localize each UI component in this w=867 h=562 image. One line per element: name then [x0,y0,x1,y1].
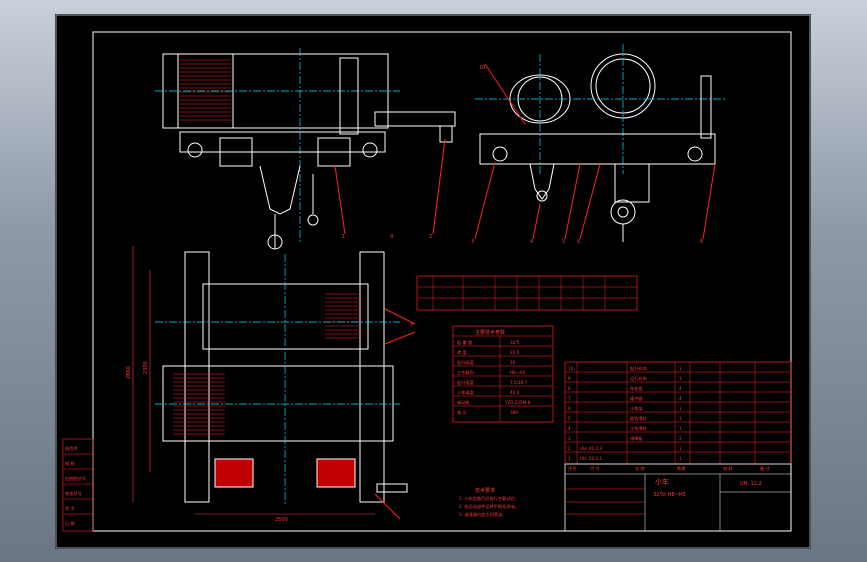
param-value: 16 [510,360,516,365]
part-name: 运行机构 [630,375,647,382]
part-name: 排障板 [630,435,643,442]
part-qty: 1 [679,446,682,451]
part-name: 小车架 [630,405,643,412]
param-table [452,325,554,423]
part-index: 10 [568,366,574,371]
callout-5: 5 [562,239,565,245]
notes-heading: 技术要求 [475,487,495,494]
part-name: UH. 20.2.1 [580,456,602,461]
param-label: 电动机 [457,399,470,406]
left-revision-strip [62,438,94,532]
part-qty: 4 [679,396,682,401]
strip-label: 描 校 [65,460,76,467]
param-value: H8~H5 [510,370,525,375]
end-elevation-view [474,44,725,242]
title-name: 小车 [655,477,669,486]
part-index: 2 [568,446,571,451]
param-value: 22.5 [510,350,520,355]
title-code: UH. 12.2 [740,481,762,487]
part-qty: 1 [679,456,682,461]
callout-4: 4 [530,239,533,245]
part-qty: 2 [679,436,682,441]
drawing-canvas[interactable]: 2500 2860 2300 1 2 3 4 5 6 7 8 9 10 [55,14,811,549]
parts-header: 代 号 [590,465,600,472]
parts-header: 备 注 [760,465,771,472]
part-qty: 4 [679,386,682,391]
param-label: 跨 度 [457,349,468,356]
dim-height-inner: 2300 [143,361,149,374]
strip-label: 日 期 [65,521,75,527]
part-qty: 1 [679,376,682,381]
note-line-2: 2. 各运动部件运转平稳无异响。 [459,503,519,510]
drawing-svg: 2500 2860 2300 1 2 3 4 5 6 7 8 9 10 [55,14,811,549]
dim-height-outer: 2860 [126,366,132,379]
callout-7: 7 [410,323,413,329]
param-value: YZR 225M-8 [504,400,531,405]
part-qty: 1 [679,416,682,421]
callout-1: 1 [342,234,345,240]
param-value: 42.4 [510,390,520,395]
drawing-frame [92,31,792,532]
parts-header: 名 称 [635,465,645,472]
part-name: 起升机构 [630,365,647,372]
parts-header: 材 料 [723,465,734,472]
part-name: UH. 20.2.3 [580,446,602,451]
param-label: 起升速度 [457,379,475,386]
callout-2: 2 [429,234,432,240]
parts-list-grid [564,361,792,465]
part-name: 车轮组 [630,385,643,392]
part-index: 9 [568,376,571,381]
part-name: 主钩滑轮 [630,425,648,432]
note-line-3: 3. 减速器内加注润滑油。 [459,511,506,518]
plan-view [132,246,416,520]
part-name: 缓冲器 [630,395,643,402]
spec-grid [416,275,638,311]
part-index: 7 [568,396,571,401]
param-label: 小车速度 [457,389,475,396]
part-index: 8 [568,386,571,391]
note-line-1: 1. 小车组装后应进行空载试验。 [459,495,519,502]
outer-border [55,14,811,549]
title-block-grid [564,463,792,532]
param-label: 电 压 [457,409,467,416]
callout-6: 6 [577,239,580,245]
param-value: 7.5/19.7 [510,380,528,385]
callout-9: 9 [390,234,393,240]
strip-label: 签 字 [65,505,75,511]
part-qty: 1 [679,366,682,371]
part-index: 1 [568,456,571,461]
part-name: 副钩滑轮 [630,415,648,422]
param-label: 起 重 量 [457,339,472,346]
strip-label: 借用件 [65,445,78,452]
strip-label: 旧底图总号 [65,475,86,482]
callout-8: 8 [700,239,703,245]
param-label: 工作级别 [457,369,474,376]
part-index: 3 [568,436,571,441]
parts-header: 数量 [677,465,685,472]
param-label: 起升高度 [457,359,475,366]
dim-width: 2500 [275,517,288,523]
strip-label: 底图总号 [65,490,82,497]
param-value: 32/5 [510,340,520,345]
callout-10: 10 [479,65,485,71]
part-index: 5 [568,416,571,421]
title-spec: 32/5t H8~H5 [653,492,686,498]
side-elevation-view [155,48,456,250]
callout-3: 3 [471,239,474,245]
part-index: 4 [568,426,571,431]
part-index: 6 [568,406,571,411]
part-qty: 1 [679,426,682,431]
param-value: 380 [510,410,518,415]
parts-header: 序号 [568,465,576,472]
part-qty: 1 [679,406,682,411]
param-table-title: 主要技术参数 [475,329,505,336]
